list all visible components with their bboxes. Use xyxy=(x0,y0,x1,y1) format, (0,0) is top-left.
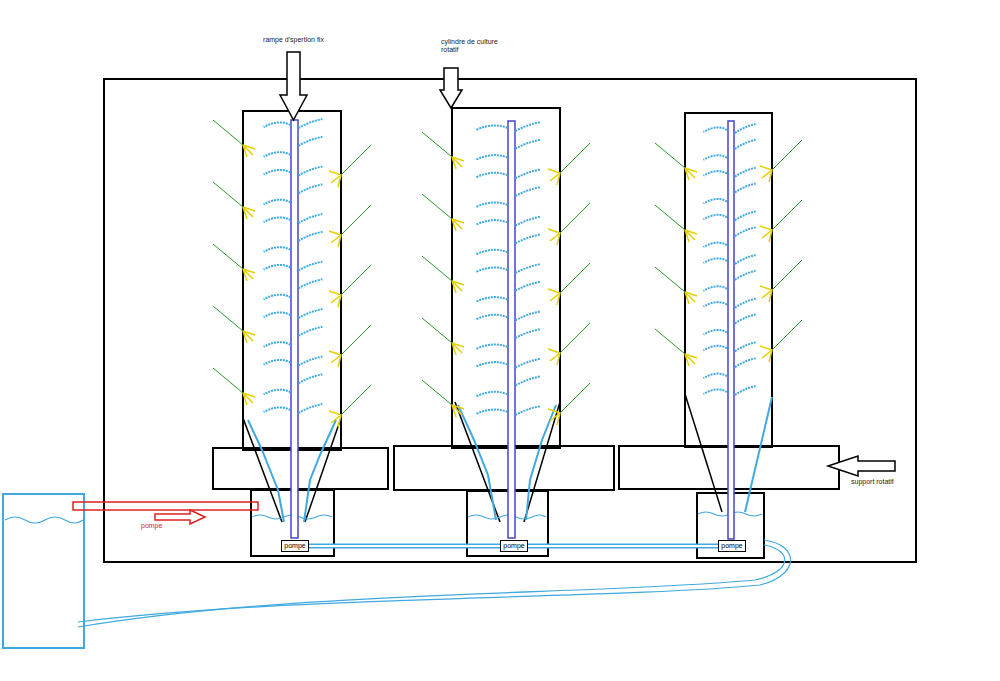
spray-tube xyxy=(508,121,515,538)
pump-label: pompe xyxy=(140,522,163,530)
spray-jets xyxy=(264,119,756,415)
pipe-bore xyxy=(528,545,719,547)
pump-box: pompe xyxy=(718,540,745,552)
funnel-wall xyxy=(524,402,560,522)
return-hose xyxy=(78,540,791,622)
pointer-arrow xyxy=(440,68,462,108)
water-pipe xyxy=(528,546,719,547)
funnel-wall xyxy=(685,394,722,512)
callout-label: support rotatif xyxy=(850,478,895,486)
water-surface xyxy=(468,515,546,519)
funnel-wall xyxy=(243,418,282,522)
pump-box: pompe xyxy=(500,540,527,552)
rotating-support xyxy=(213,448,388,489)
pump-box: pompe xyxy=(281,540,308,552)
pump-label: pompe xyxy=(721,542,742,550)
callout-label: rampe d'spertion fix xyxy=(262,36,325,44)
drain-flow xyxy=(745,397,772,512)
water-surface xyxy=(5,517,83,523)
pump-label: pompe xyxy=(503,542,524,550)
funnel-wall xyxy=(305,418,341,522)
funnel-wall xyxy=(455,402,500,522)
pipe-outline xyxy=(309,544,501,549)
pipe-outline xyxy=(528,544,719,549)
drain-flow xyxy=(304,420,336,522)
pointer-arrow xyxy=(828,456,895,476)
feed-pipe xyxy=(73,502,258,510)
water-tank xyxy=(3,494,84,648)
pipe-bore xyxy=(309,545,501,547)
pump-label: pompe xyxy=(284,542,305,550)
callout-label: cylindre de culture rotatif xyxy=(440,38,512,54)
drain-flow xyxy=(458,405,496,520)
culture-cylinder xyxy=(452,108,560,448)
pointer-arrow xyxy=(280,52,307,120)
water-pipe xyxy=(309,546,501,547)
spray-tube xyxy=(291,120,298,538)
enclosure xyxy=(104,79,916,562)
return-hose xyxy=(78,545,785,627)
drain-flow xyxy=(526,405,556,520)
drain-flow xyxy=(248,420,284,522)
plants xyxy=(213,120,802,427)
rotating-support xyxy=(394,446,614,490)
spray-tube xyxy=(728,121,734,539)
